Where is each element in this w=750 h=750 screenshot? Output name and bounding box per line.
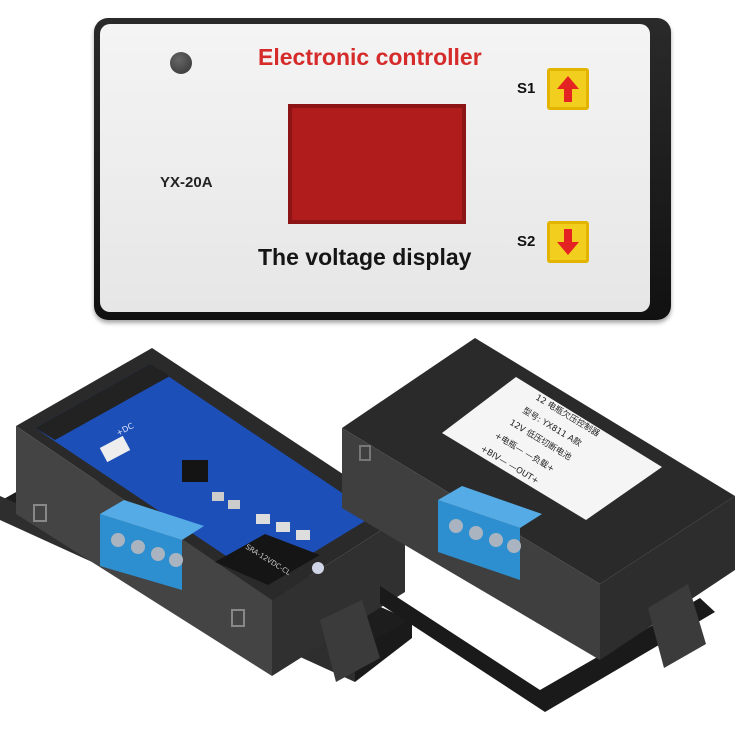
indicator-led <box>170 52 192 74</box>
mounting-clip-right <box>648 584 706 668</box>
open-housing: +DC SRA-12VDC-CL <box>0 348 412 682</box>
closed-housing: 12 电瓶欠压控制器 型号: YX811 A款 12V 低压切断电池 +电瓶— … <box>342 338 735 712</box>
s2-button[interactable] <box>547 221 589 263</box>
chip-ic <box>182 460 208 482</box>
down-arrow-icon <box>557 229 579 255</box>
panel-title: Electronic controller <box>258 44 482 70</box>
jumper-header <box>99 435 131 463</box>
label-sticker <box>442 377 662 520</box>
voltage-display-screen <box>288 104 466 224</box>
display-caption: The voltage display <box>258 244 472 270</box>
mounting-clip-left <box>320 600 380 682</box>
module-housings-photo: +DC SRA-12VDC-CL 12 电瓶欠压控制器 型号: YX811 A款… <box>0 338 735 712</box>
s2-label: S2 <box>517 233 536 250</box>
up-arrow-icon <box>557 76 579 102</box>
s1-button[interactable] <box>547 68 589 110</box>
model-number: YX-20A <box>160 174 213 191</box>
relay-component <box>215 534 320 585</box>
s1-label: S1 <box>517 80 536 97</box>
